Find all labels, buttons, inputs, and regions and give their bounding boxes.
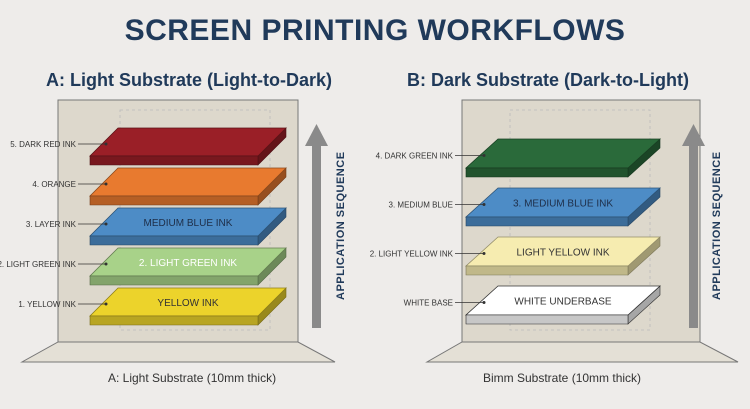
panel-a-title: A: Light Substrate (Light-to-Dark): [46, 70, 332, 90]
side-label: WHITE BASE: [404, 299, 453, 308]
leader-dot: [482, 203, 486, 206]
ink-layer-top-face: [89, 127, 287, 157]
panel-b-caption: Bimm Substrate (10mm thick): [483, 371, 642, 385]
sequence-arrow-b: [682, 124, 705, 328]
layer-inner-label: MEDIUM BLUE INK: [144, 218, 233, 229]
sequence-arrow-a: [305, 124, 328, 328]
ink-layer-front-face: [89, 155, 259, 166]
side-label: 2. LIGHT GREEN INK: [0, 260, 77, 269]
ink-layer-0-0: 5. DARK RED INK: [10, 127, 287, 166]
main-title: SCREEN PRINTING WORKFLOWS: [124, 14, 626, 47]
side-label: 1. YELLOW INK: [18, 300, 76, 309]
side-label: 3. MEDIUM BLUE: [389, 201, 453, 210]
ink-layer-top-face: [89, 167, 287, 197]
leader-dot: [482, 301, 486, 304]
leader-dot: [482, 252, 486, 255]
layer-inner-label: 2. LIGHT GREEN INK: [139, 258, 238, 269]
vertical-label-b: APPLICATION SEQUENCE: [711, 151, 723, 300]
side-label: 4. ORANGE: [32, 180, 76, 189]
ink-layer-0-3: 2. LIGHT GREEN INK 2. LIGHT GREEN INK: [0, 247, 287, 286]
layer-inner-label: YELLOW INK: [157, 298, 218, 309]
ink-layer-0-1: 4. ORANGE: [32, 167, 287, 206]
leader-dot: [104, 222, 108, 226]
side-label: 5. DARK RED INK: [10, 140, 76, 149]
panel-a-layers: 5. DARK RED INK 4. ORANGE 3. LAYER INK MEDI…: [0, 127, 287, 326]
layer-inner-label: WHITE UNDERBASE: [514, 297, 612, 308]
ink-layer-0-2: 3. LAYER INK MEDIUM BLUE INK: [26, 207, 287, 246]
panel-b-title: B: Dark Substrate (Dark-to-Light): [407, 70, 690, 90]
leader-dot: [104, 142, 108, 146]
ink-layer-front-face: [465, 167, 629, 178]
side-label: 3. LAYER INK: [26, 220, 77, 229]
side-label: 4. DARK GREEN INK: [376, 152, 454, 161]
layer-inner-label: LIGHT YELLOW INK: [517, 248, 610, 259]
ink-layer-front-face: [465, 314, 629, 325]
leader-dot: [104, 302, 108, 306]
leader-dot: [482, 154, 486, 157]
ink-layer-1-2: 2. LIGHT YELLOW INK LIGHT YELLOW INK: [370, 236, 662, 276]
ink-layer-front-face: [89, 275, 259, 286]
ink-layer-0-4: 1. YELLOW INK YELLOW INK: [18, 287, 287, 326]
ink-layer-1-3: WHITE BASE WHITE UNDERBASE: [404, 285, 662, 325]
panel-a-caption: A: Light Substrate (10mm thick): [108, 371, 277, 385]
ink-layer-front-face: [89, 315, 259, 326]
ink-layer-1-1: 3. MEDIUM BLUE 3. MEDIUM BLUE INK: [389, 187, 662, 227]
ink-layer-front-face: [89, 195, 259, 206]
ink-layer-front-face: [89, 235, 259, 246]
ink-layer-front-face: [465, 265, 629, 276]
side-label: 2. LIGHT YELLOW INK: [370, 250, 454, 259]
ink-layer-front-face: [465, 216, 629, 227]
ink-layer-1-0: 4. DARK GREEN INK: [376, 138, 662, 178]
leader-dot: [104, 182, 108, 186]
ink-layer-top-face: [464, 138, 662, 169]
vertical-label-a: APPLICATION SEQUENCE: [335, 151, 347, 300]
leader-dot: [104, 262, 108, 266]
layer-inner-label: 3. MEDIUM BLUE INK: [513, 199, 613, 210]
